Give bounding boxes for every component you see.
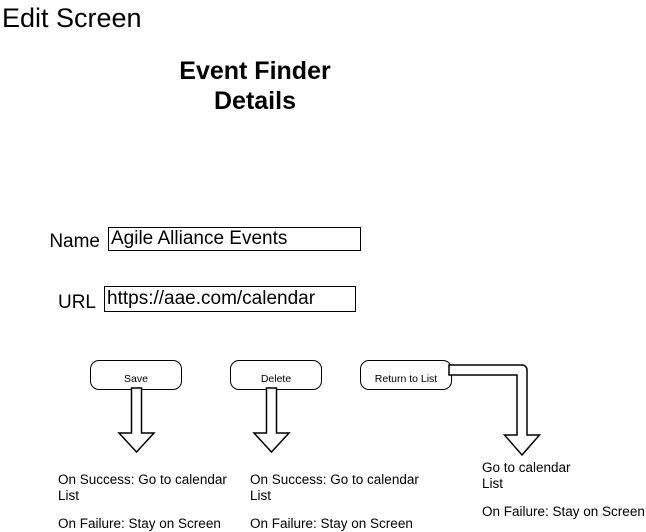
delete-outcome-text: On Success: Go to calendar List On Failu…	[250, 472, 419, 532]
save-down-arrow-icon	[117, 387, 156, 454]
save-outcome-text: On Success: Go to calendar List On Failu…	[58, 472, 227, 532]
return-success-line-2: List	[482, 476, 504, 491]
delete-success-line-1: On Success: Go to calendar	[250, 472, 419, 487]
url-field-label: URL	[57, 292, 96, 313]
diagram-title: Event Finder Details	[0, 56, 510, 116]
save-button[interactable]: Save	[90, 360, 182, 390]
url-input[interactable]: https://aae.com/calendar	[104, 286, 356, 312]
return-failure-line: On Failure: Stay on Screen	[482, 504, 645, 519]
name-input[interactable]: Agile Alliance Events	[108, 227, 361, 251]
spacer	[482, 492, 645, 504]
spacer	[58, 504, 227, 516]
spacer	[250, 504, 419, 516]
delete-button[interactable]: Delete	[230, 360, 322, 390]
diagram-title-line-1: Event Finder	[179, 57, 331, 85]
return-success-line-1: Go to calendar	[482, 460, 571, 475]
return-to-list-elbow-arrow-icon	[448, 364, 542, 457]
screen-title: Edit Screen	[2, 3, 142, 33]
delete-failure-line: On Failure: Stay on Screen	[250, 516, 413, 531]
delete-down-arrow-icon	[252, 387, 291, 454]
delete-success-line-2: List	[250, 488, 272, 503]
save-success-line-1: On Success: Go to calendar	[58, 472, 227, 487]
return-to-list-button[interactable]: Return to List	[360, 360, 452, 390]
return-to-list-outcome-text: Go to calendar List On Failure: Stay on …	[482, 460, 645, 520]
name-field-label: Name	[49, 231, 100, 252]
save-failure-line: On Failure: Stay on Screen	[58, 516, 221, 531]
diagram-title-line-2: Details	[214, 87, 296, 115]
save-success-line-2: List	[58, 488, 80, 503]
